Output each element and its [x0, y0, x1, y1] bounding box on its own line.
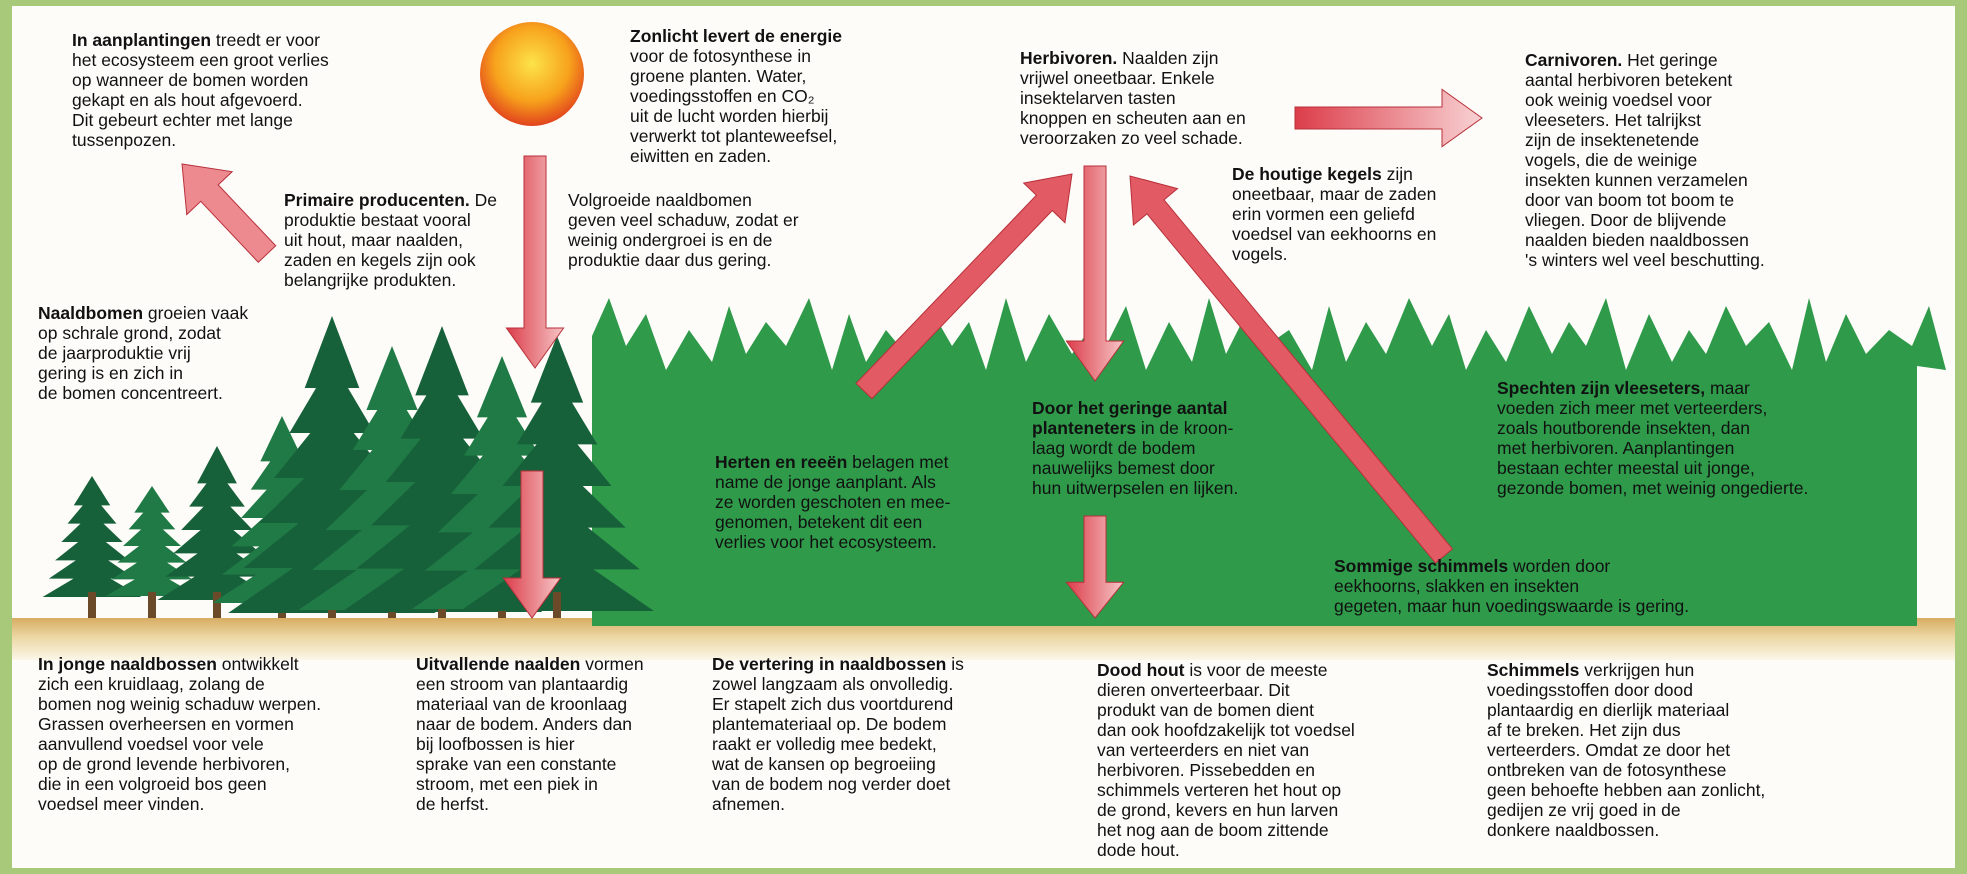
text-carnivoren: Carnivoren. Het geringe aantal herbivore…	[1525, 50, 1765, 270]
text-jonge-naaldbossen: In jonge naaldbossen ontwikkelt zich een…	[38, 654, 322, 814]
text-primaire-producenten: Primaire producenten. De produktie besta…	[284, 190, 497, 290]
text-dood-hout: Dood hout is voor de meeste dieren onver…	[1097, 660, 1355, 860]
tree-trunk	[88, 592, 96, 618]
text-herten: Herten en reeën belagen met name de jong…	[715, 452, 951, 552]
arrow-icon	[502, 470, 562, 619]
arrow-icon	[1129, 175, 1454, 564]
sun-icon	[480, 22, 584, 126]
text-aanplantingen: In aanplantingen treedt er voor het ecos…	[72, 30, 329, 150]
tree-trunk	[148, 592, 156, 618]
text-herbivoren: Herbivoren. Naalden zijn vrijwel oneetba…	[1020, 48, 1246, 148]
arrow-icon	[181, 163, 277, 263]
arrow-icon	[855, 173, 1073, 400]
arrow-icon	[1065, 515, 1125, 619]
young-trees	[42, 316, 654, 618]
tree-trunk	[213, 592, 221, 618]
tree-trunk	[553, 592, 561, 618]
conifer-tree-icon	[460, 336, 654, 611]
conifer-tree-icon	[42, 476, 142, 597]
text-kegels: De houtige kegels zijn oneetbaar, maar d…	[1232, 164, 1437, 264]
text-planteneters: Door het geringe aantal planteneters in …	[1032, 398, 1239, 498]
text-schimmels: Schimmels verkrijgen hun voedingsstoffen…	[1487, 660, 1766, 840]
text-vertering: De vertering in naaldbossen is zowel lan…	[712, 654, 964, 814]
text-uitvallende-naalden: Uitvallende naalden vormen een stroom va…	[416, 654, 644, 814]
energy-flow-arrows	[181, 88, 1483, 619]
text-spechten: Spechten zijn vleeseters, maar voeden zi…	[1497, 378, 1809, 498]
diagram-panel: In aanplantingen treedt er voor het ecos…	[12, 6, 1955, 868]
text-sommige-schimmels: Sommige schimmels worden door eekhoorns,…	[1334, 556, 1690, 616]
arrow-icon	[505, 155, 565, 369]
forest-illustration	[12, 22, 1955, 660]
arrow-icon	[1065, 165, 1125, 382]
arrow-icon	[1294, 88, 1483, 148]
text-volgroeide: Volgroeide naaldbomen geven veel schaduw…	[568, 190, 799, 270]
text-zonlicht: Zonlicht levert de energie voor de fotos…	[630, 26, 842, 166]
conifer-tree-icon	[106, 486, 198, 596]
text-naaldbomen: Naaldbomen groeien vaak op schrale grond…	[38, 303, 249, 403]
forest-silhouette	[592, 298, 1946, 626]
